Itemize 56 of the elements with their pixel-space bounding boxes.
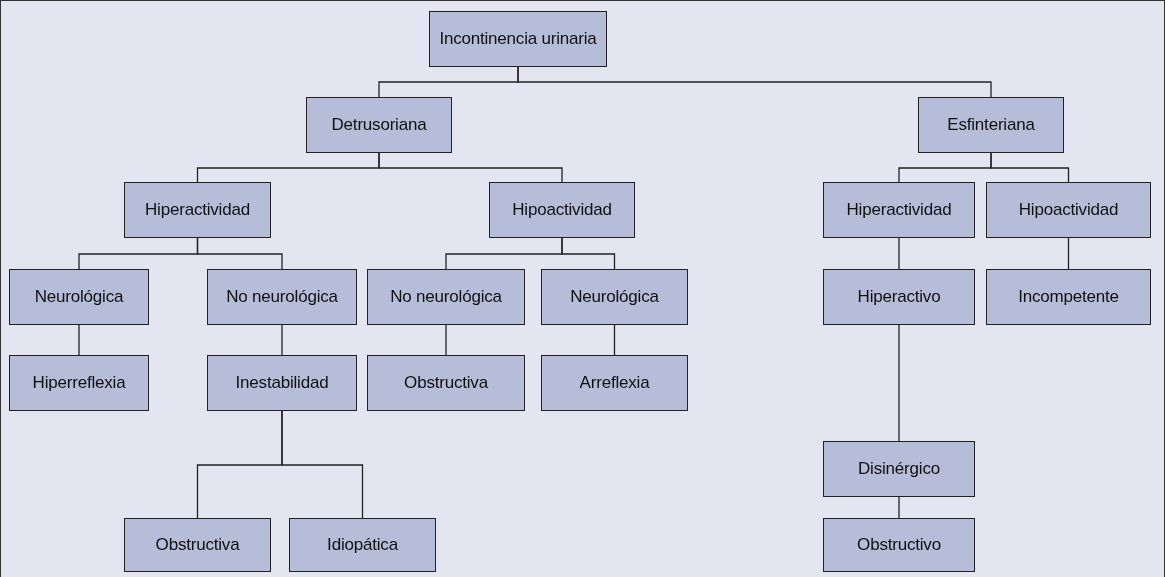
box-label: Obstructiva — [154, 535, 241, 555]
category-box — [986, 182, 1151, 238]
box-label: Hiperreflexia — [31, 373, 127, 393]
category-box — [9, 269, 149, 325]
box-label: Detrusoriana — [330, 115, 428, 135]
box-label: Arreflexia — [578, 373, 651, 393]
box-label: Incontinencia urinaria — [438, 29, 598, 49]
connector-line — [613, 324, 616, 356]
connector-line — [898, 324, 900, 442]
connector-line — [378, 152, 563, 183]
connector-line — [898, 237, 900, 270]
box-label: Inestabilidad — [234, 373, 330, 393]
category-box — [541, 355, 688, 411]
box-label: Neurológica — [33, 287, 125, 307]
category-box — [9, 355, 149, 411]
category-box — [124, 182, 271, 238]
category-box — [541, 269, 688, 325]
box-label: No neurológica — [389, 287, 503, 307]
connector-line — [78, 324, 80, 356]
box-label: Disinérgico — [857, 459, 941, 479]
box-label: Hiperactivo — [856, 287, 942, 307]
category-box — [489, 182, 635, 238]
category-box — [986, 269, 1151, 325]
box-label: Hiperactividad — [144, 200, 251, 220]
box-label: Obstructivo — [856, 535, 942, 555]
connector-line — [990, 152, 1070, 183]
category-box — [367, 269, 525, 325]
category-box — [207, 269, 357, 325]
category-box — [367, 355, 525, 411]
connector-line — [281, 324, 283, 356]
connector-line — [196, 237, 283, 270]
connector-line — [898, 496, 900, 519]
connector-line — [517, 66, 992, 98]
category-box — [823, 518, 975, 572]
category-box — [823, 269, 975, 325]
connector-line — [561, 237, 616, 270]
box-label: Hiperactividad — [845, 200, 953, 220]
category-box — [207, 355, 357, 411]
box-label: Incompetente — [1017, 287, 1120, 307]
connector-line — [445, 324, 447, 356]
box-label: Esfinteriana — [946, 115, 1036, 135]
category-box — [823, 182, 975, 238]
category-box — [289, 518, 436, 572]
connector-line — [1067, 237, 1070, 270]
category-box — [918, 97, 1064, 153]
connector-line — [281, 410, 364, 519]
category-box — [823, 441, 975, 497]
box-label: Hipoactividad — [511, 200, 613, 220]
category-box — [429, 11, 607, 67]
box-label: No neurológica — [225, 287, 339, 307]
box-label: Idiopática — [326, 535, 400, 555]
category-box — [306, 97, 452, 153]
box-label: Hipoactividad — [1017, 200, 1120, 220]
box-label: Obstructiva — [403, 373, 490, 393]
category-box — [124, 518, 271, 572]
box-label: Neurológica — [569, 287, 660, 307]
